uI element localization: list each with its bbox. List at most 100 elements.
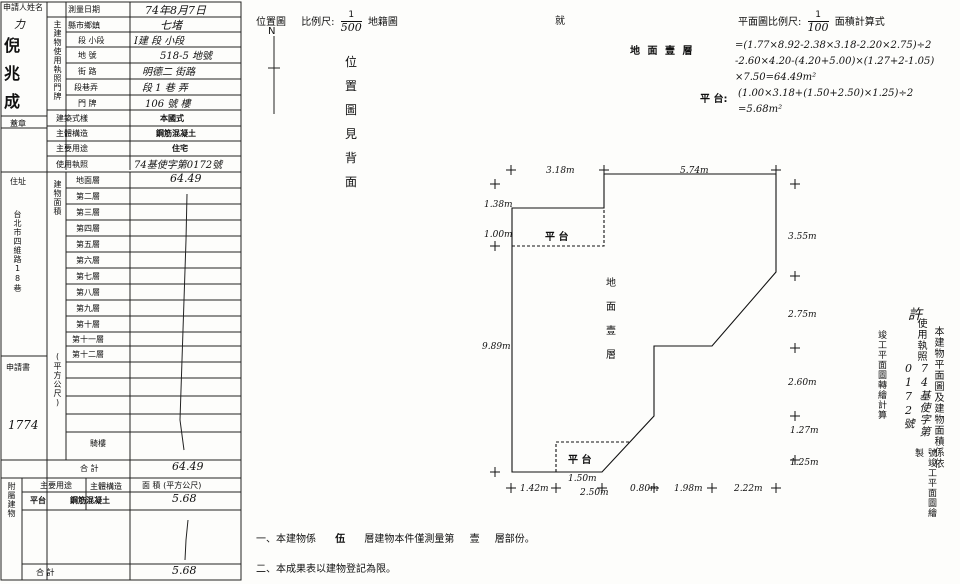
seal-label: 蓋章 xyxy=(10,119,26,128)
dim-right-5: 1.25m xyxy=(790,458,819,468)
applicant-no: 1774 xyxy=(8,418,39,432)
header-side-label: 主建物使用執照門牌 xyxy=(53,20,62,101)
dim-bottom-4: 0.80m xyxy=(630,484,659,494)
form-frame xyxy=(0,1,242,581)
calc-ground-line1: =(1.77×8.92-2.38×3.18-2.20×2.75)÷2 xyxy=(735,40,932,51)
header-grid xyxy=(22,2,241,580)
floors-total-label: 合 計 xyxy=(80,464,99,473)
dim-right-2: 2.75m xyxy=(788,310,817,320)
dim-left-top: 1.38m xyxy=(484,200,513,210)
street-value: 明德二 街路 xyxy=(142,67,196,78)
floor-name: 第六層 xyxy=(76,256,100,265)
applicant-name: 倪 兆 成 xyxy=(4,36,21,111)
calc-platform-line1: (1.00×3.18+(1.50+2.50)×1.25)÷2 xyxy=(738,88,914,99)
street-label: 街 路 xyxy=(78,67,97,76)
attached-total-label: 合 計 xyxy=(36,568,55,577)
floor-name: 第三層 xyxy=(76,208,100,217)
platform-top-label: 平 台 xyxy=(545,232,569,243)
county-label: 縣市鄉鎮 xyxy=(68,21,100,30)
dim-bottom-2: 1.50m xyxy=(568,474,597,484)
dim-right-1: 3.55m xyxy=(788,232,817,242)
address-text: 台北市四維路18巷 xyxy=(13,210,22,293)
number-label: 門 牌 xyxy=(78,99,97,108)
license-value: 74基使字第0172號 xyxy=(134,160,223,171)
floors-unit-label: (平方公尺) xyxy=(53,352,62,408)
dim-left-a: 1.00m xyxy=(484,230,513,240)
floors-side-label: 建物面積 xyxy=(53,180,62,216)
attached-head-area: 面 積 (平方公尺) xyxy=(142,481,202,490)
stamp-tail-col: 竣工平面圖轉繪計算 xyxy=(876,330,886,420)
north-arrow-label: N xyxy=(268,26,276,37)
dim-top-2: 5.74m xyxy=(680,166,709,176)
form-value: 本國式 xyxy=(160,114,184,123)
floor-name: 第二層 xyxy=(76,192,100,201)
floor-name: 第八層 xyxy=(76,288,100,297)
dim-right-3: 2.60m xyxy=(788,378,817,388)
calc-ground-line2: -2.60×4.20-(4.20+5.00)×(1.27+2-1.05) xyxy=(735,56,935,67)
stamp-mid-col: 使用執照 xyxy=(915,318,926,362)
north-arrow-icon xyxy=(268,36,280,114)
location-see-back: 位 置 圖 見 背 面 xyxy=(345,55,358,189)
lane-value: 段 1 巷 弄 xyxy=(142,83,188,94)
lot-label: 地 號 xyxy=(78,51,97,60)
floor-plan-drawing xyxy=(490,165,800,493)
attached-row-area: 5.68 xyxy=(172,492,197,505)
dim-bottom-3: 2.50m xyxy=(580,488,609,498)
plan-mid-char: 就 xyxy=(555,16,565,27)
attached-row-struct: 鋼筋混凝土 xyxy=(70,496,110,505)
floor-name: 第九層 xyxy=(76,304,100,313)
form-label: 建築式樣 xyxy=(56,114,88,123)
floor-name: 第十層 xyxy=(76,320,100,329)
dim-left-main: 9.89m xyxy=(482,342,511,352)
county-value: 七堵 xyxy=(160,19,182,32)
floor-name: 第十一層 xyxy=(72,335,104,344)
section-value: I建 段 小段 xyxy=(134,36,185,47)
attached-head-use: 主要用途 xyxy=(40,481,72,490)
floor-name: 第五層 xyxy=(76,240,100,249)
dim-bottom-5: 1.98m xyxy=(674,484,703,494)
applicant-name-top: 力 xyxy=(14,18,25,31)
calc-ground-label: 地 面 壹 層 xyxy=(630,46,695,57)
floor-name: 第四層 xyxy=(76,224,100,233)
structure-label: 主體構造 xyxy=(56,129,88,138)
lot-value: 518-5 地號 xyxy=(160,51,213,62)
attached-side-label: 附屬建物 xyxy=(7,482,16,518)
applicant-no-label: 申請書 xyxy=(6,363,30,372)
dim-bottom-1: 1.42m xyxy=(520,484,549,494)
section-label: 段 小段 xyxy=(78,36,105,45)
survey-date-value: 74年8月7日 xyxy=(145,4,206,17)
calc-platform-label: 平 台: xyxy=(700,94,728,105)
number-value: 106 號 樓 xyxy=(145,99,191,110)
dim-top-1: 3.18m xyxy=(546,166,575,176)
address-label: 住址 xyxy=(10,177,26,186)
stamp-right-col: 本建物平面圖及建物面積係依 xyxy=(932,326,943,469)
platform-bottom-label: 平 台 xyxy=(568,455,592,466)
structure-value: 鋼筋混凝土 xyxy=(156,129,196,138)
dim-right-4: 1.27m xyxy=(790,426,819,436)
room-label: 地 面 壹 層 xyxy=(606,278,616,361)
floor-name: 地面層 xyxy=(76,176,100,185)
floors-total-value: 64.49 xyxy=(172,460,204,473)
floor-area: 64.49 xyxy=(170,172,202,185)
calc-platform-line2: =5.68m² xyxy=(738,104,783,115)
dim-bottom-6: 2.22m xyxy=(734,484,763,494)
stamp-license: 74基使字第0172號 xyxy=(902,362,931,438)
calc-ground-line3: ×7.50=64.49m² xyxy=(735,72,817,83)
balcony-label: 騎樓 xyxy=(90,439,106,448)
floor-name: 第七層 xyxy=(76,272,100,281)
lane-label: 段巷弄 xyxy=(74,83,98,92)
footnote-1: 一、本建物係 伍 層建物本件僅測量第 壹 層部份。 xyxy=(256,534,535,545)
stamp-signature: 許 xyxy=(908,307,922,323)
use-label: 主要用途 xyxy=(56,144,88,153)
use-value: 住宅 xyxy=(172,144,188,153)
applicant-label: 申請人姓名 xyxy=(3,3,43,12)
attached-head-struct: 主體構造 xyxy=(90,482,122,491)
attached-row-use: 平台 xyxy=(30,496,46,505)
license-label: 使用執照 xyxy=(56,160,88,169)
footnote-2: 二、本成果表以建物登記為限。 xyxy=(256,564,396,575)
attached-total-value: 5.68 xyxy=(172,564,197,577)
